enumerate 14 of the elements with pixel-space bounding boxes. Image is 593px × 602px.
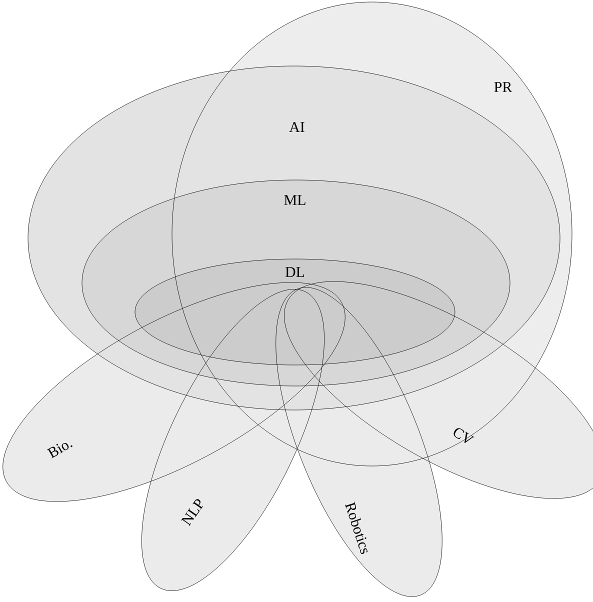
- region-label: DL: [285, 267, 304, 277]
- ellipse-outline: [28, 66, 560, 410]
- region-label: PR: [494, 82, 512, 92]
- ellipse-outline: [276, 287, 442, 597]
- ellipse-outline: [172, 2, 572, 466]
- ellipse-outline: [284, 282, 593, 498]
- region-label: Robotics: [345, 502, 368, 554]
- region-label: CV: [454, 428, 474, 444]
- ellipse-outline: [82, 180, 510, 386]
- ellipse-outline: [134, 258, 456, 366]
- ellipse-outline: [142, 289, 324, 591]
- region-label: AI: [289, 122, 304, 132]
- region-label: ML: [284, 195, 306, 205]
- region-label: Bio.: [46, 442, 72, 458]
